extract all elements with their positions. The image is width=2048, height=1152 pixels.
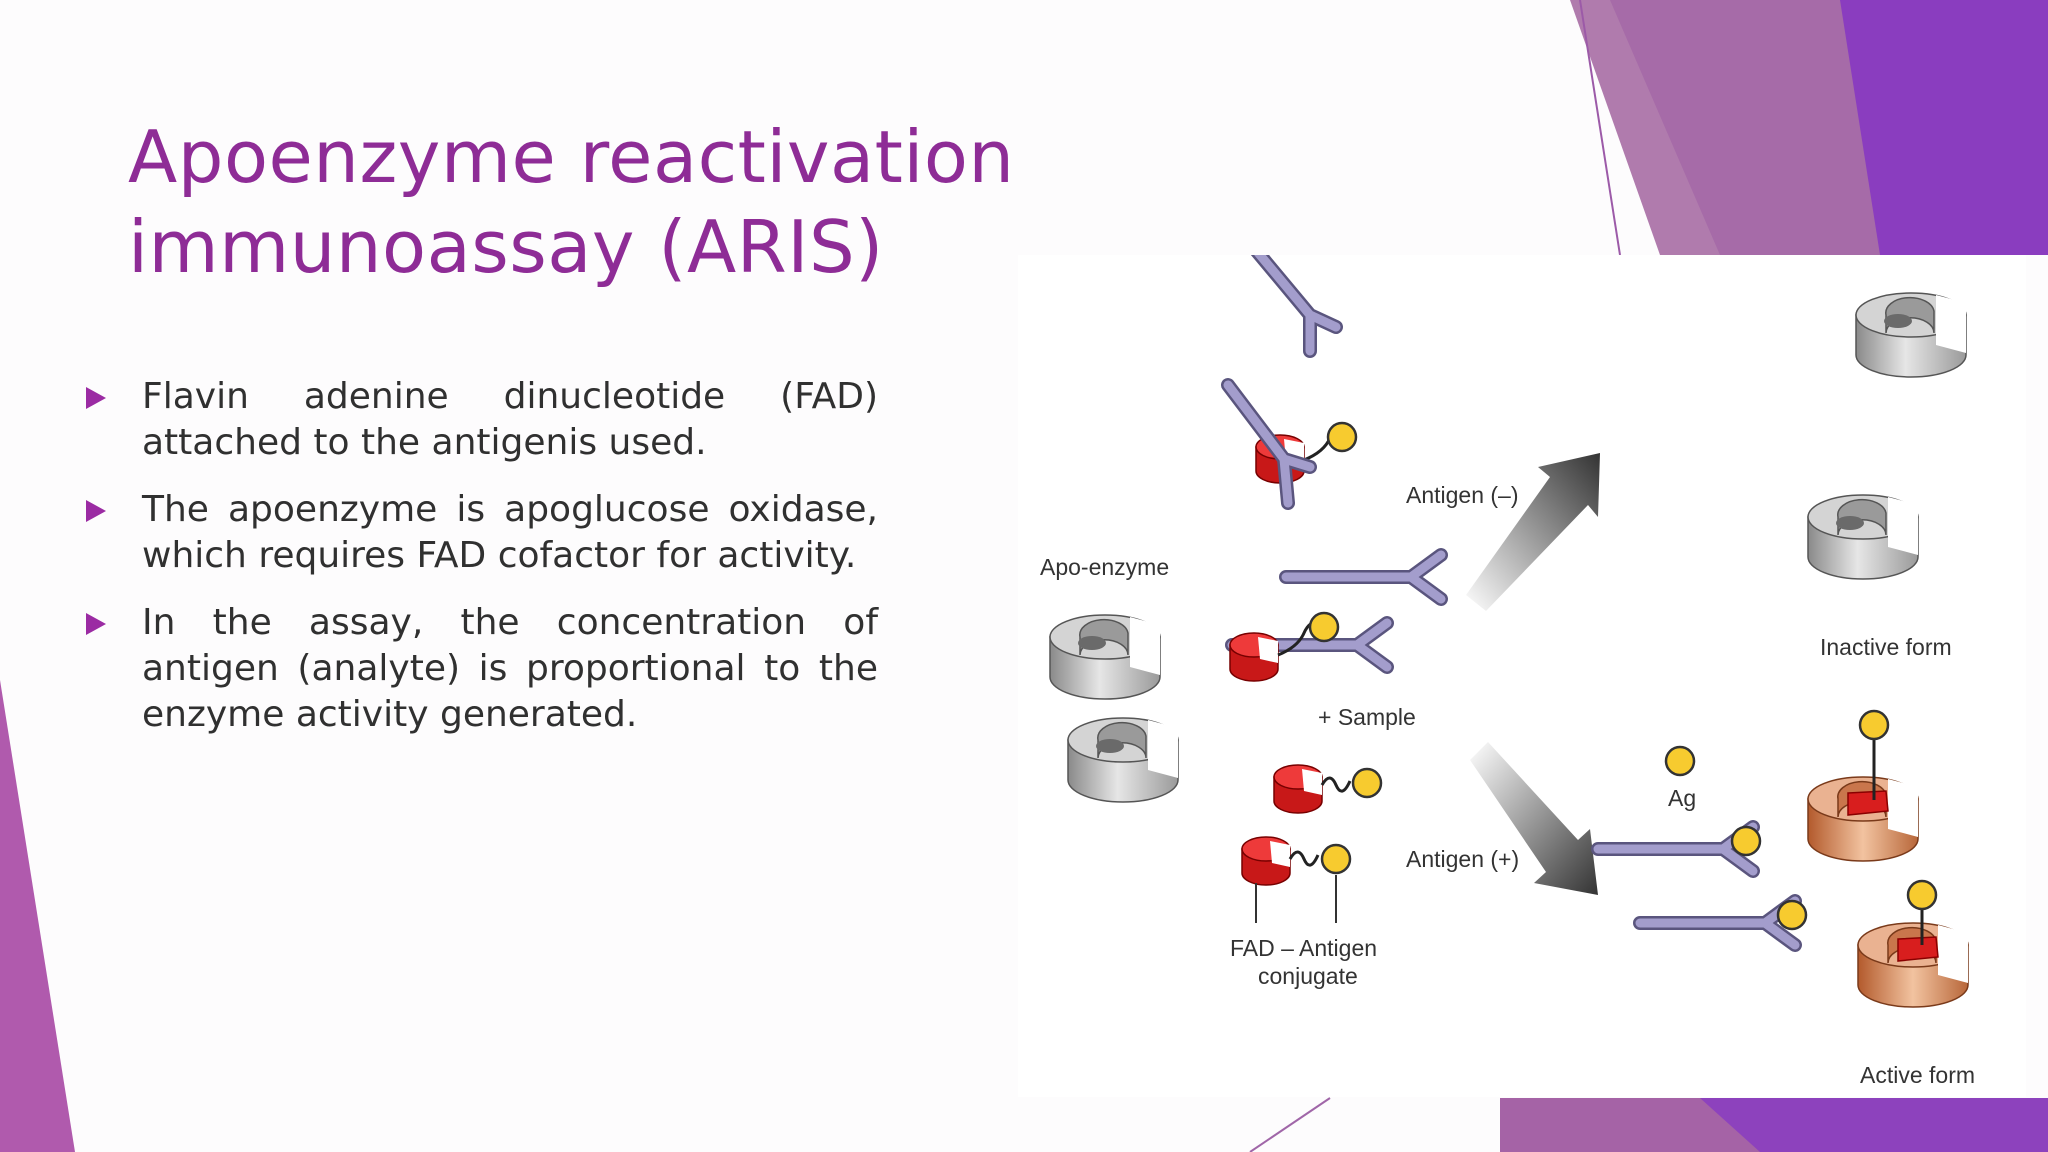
label-sample: + Sample (1318, 704, 1416, 730)
bullet-item: Flavin adenine dinucleotide (FAD) attach… (84, 374, 878, 466)
antigen-icon (1326, 421, 1358, 453)
antigen-icon (1730, 825, 1762, 857)
label-ag: Ag (1668, 785, 1696, 811)
bullet-item: The apoenzyme is apoglucose oxidase, whi… (84, 487, 878, 579)
bottom-right-band-dark (1700, 1098, 2048, 1152)
triangle-bullet-icon (86, 500, 106, 522)
arrow-down-icon (1470, 742, 1598, 895)
antibody-conjugate-complex (1243, 236, 1343, 358)
triangle-bullet-icon (86, 613, 106, 635)
antibody-icon (1640, 901, 1795, 945)
antigen-icon (1664, 745, 1696, 777)
bullet-text: Flavin adenine dinucleotide (FAD) attach… (142, 376, 878, 463)
antibody-conjugate-complex (1221, 378, 1317, 510)
antigen-icon (1320, 843, 1352, 875)
bullet-item: In the assay, the concentration of antig… (84, 600, 878, 738)
apoenzyme-top-icon (1049, 614, 1161, 700)
linker (1288, 850, 1320, 867)
antigen-icon (1351, 767, 1383, 799)
inactive-enzyme-icon (1855, 292, 1967, 378)
aris-diagram: Apo-enzyme + Sample FAD – Antigen conjug… (1018, 236, 2026, 1097)
label-inactive-form: Inactive form (1820, 634, 1952, 660)
arrow-up-icon (1466, 453, 1600, 611)
apoenzyme-bottom-icon (1067, 717, 1179, 803)
bullet-list: Flavin adenine dinucleotide (FAD) attach… (84, 374, 878, 759)
bottom-line (1249, 1097, 1331, 1152)
antibody-icon (1286, 555, 1441, 599)
aris-diagram-svg: Apo-enzyme + Sample FAD – Antigen conjug… (1040, 236, 1975, 1088)
inactive-enzyme-icon (1807, 494, 1919, 580)
triangle-bullet-icon (86, 387, 106, 409)
antigen-icon (1308, 611, 1340, 643)
bottom-left-wedge (0, 680, 75, 1152)
slide-title: Apoenzyme reactivation immunoassay (ARIS… (128, 115, 1015, 289)
top-right-band-dark (1840, 0, 2048, 255)
antigen-icon (1906, 879, 1938, 911)
label-fad-antigen-conjugate: FAD – Antigen (1230, 935, 1377, 961)
label-antigen-negative: Antigen (–) (1406, 482, 1519, 508)
bullet-text: The apoenzyme is apoglucose oxidase, whi… (142, 489, 878, 576)
antigen-icon (1858, 709, 1890, 741)
label-apo-enzyme: Apo-enzyme (1040, 554, 1169, 580)
antibody-icon (1598, 827, 1753, 871)
label-active-form: Active form (1860, 1062, 1975, 1088)
fad-icon (1229, 632, 1279, 682)
label-conjugate: conjugate (1258, 963, 1358, 989)
top-right-line (1579, 0, 1621, 256)
label-antigen-positive: Antigen (+) (1406, 846, 1519, 872)
antigen-icon (1776, 899, 1808, 931)
fad-icon (1273, 764, 1323, 814)
top-right-band-mid (1610, 0, 1890, 255)
linker (1320, 776, 1352, 793)
active-enzyme-icon (1807, 776, 1919, 862)
bullet-text: In the assay, the concentration of antig… (142, 602, 878, 735)
active-enzyme-icon (1857, 922, 1969, 1008)
fad-icon (1241, 836, 1291, 886)
